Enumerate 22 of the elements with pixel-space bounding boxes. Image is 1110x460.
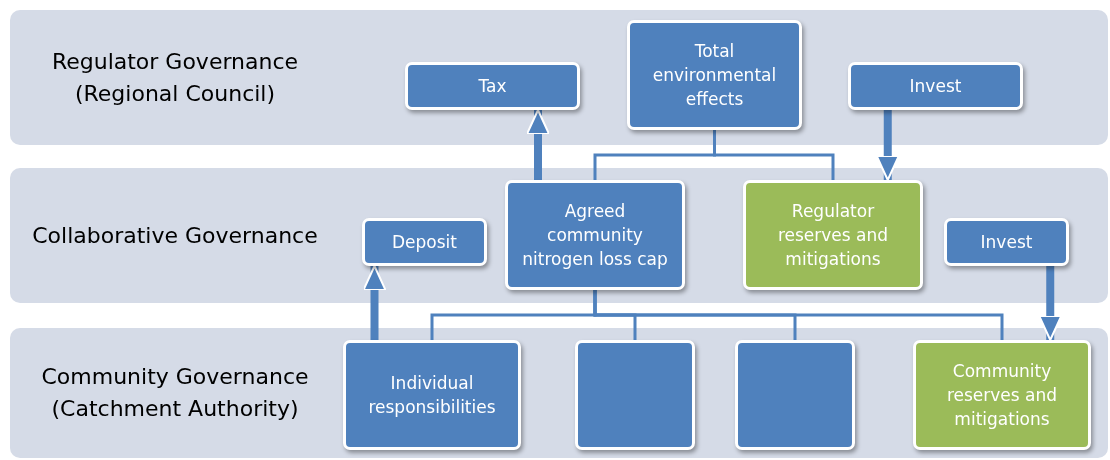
arrow (526, 109, 550, 180)
process-box (575, 340, 695, 450)
process-box: Community reserves and mitigations (913, 340, 1091, 450)
process-box: Deposit (362, 218, 487, 266)
process-box: Invest (848, 62, 1023, 110)
process-box (735, 340, 855, 450)
process-box: Regulator reserves and mitigations (743, 180, 923, 290)
arrow (1038, 266, 1063, 341)
band-title: Community Governance (Catchment Authority) (40, 363, 310, 423)
process-box: Total environmental effects (627, 20, 802, 130)
arrow (875, 110, 900, 181)
band-panel (10, 168, 1108, 303)
process-box: Invest (944, 218, 1069, 266)
band-panel (10, 328, 1108, 458)
connector-line (593, 290, 1004, 340)
band-title: Collaborative Governance (31, 221, 319, 250)
process-box: Individual responsibilities (343, 340, 521, 450)
process-box: Tax (405, 62, 580, 110)
process-box: Agreed community nitrogen loss cap (505, 180, 685, 290)
band-title: Regulator Governance (Regional Council) (50, 47, 300, 108)
arrow (362, 265, 387, 340)
band-panel (10, 10, 1108, 145)
